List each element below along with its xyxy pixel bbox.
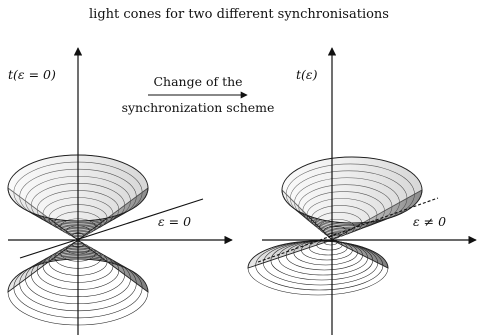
figure-title: light cones for two different synchronis… bbox=[89, 7, 389, 22]
transition-annotation: Change of the synchronization scheme bbox=[122, 74, 275, 115]
right-plane-label: ε ≠ 0 bbox=[413, 214, 446, 229]
transition-text-line2: synchronization scheme bbox=[122, 100, 275, 115]
left-diagram: t(ε = 0) ε = 0 bbox=[7, 47, 233, 335]
transition-text-line1: Change of the bbox=[153, 74, 242, 89]
right-lower-ring bbox=[270, 240, 374, 281]
right-future-cone bbox=[281, 156, 423, 241]
left-plane-label: ε = 0 bbox=[158, 214, 191, 229]
left-time-axis-label: t(ε = 0) bbox=[8, 67, 56, 82]
right-lower-ring bbox=[285, 240, 363, 271]
right-lower-ring bbox=[247, 240, 389, 296]
right-past-cone bbox=[247, 239, 389, 296]
right-upper-rim bbox=[281, 156, 423, 224]
right-time-axis-label: t(ε) bbox=[296, 67, 318, 82]
right-diagram: t(ε) ε ≠ 0 bbox=[247, 47, 477, 335]
right-simultaneity-line bbox=[257, 197, 439, 263]
left-simultaneity-line bbox=[19, 198, 204, 259]
